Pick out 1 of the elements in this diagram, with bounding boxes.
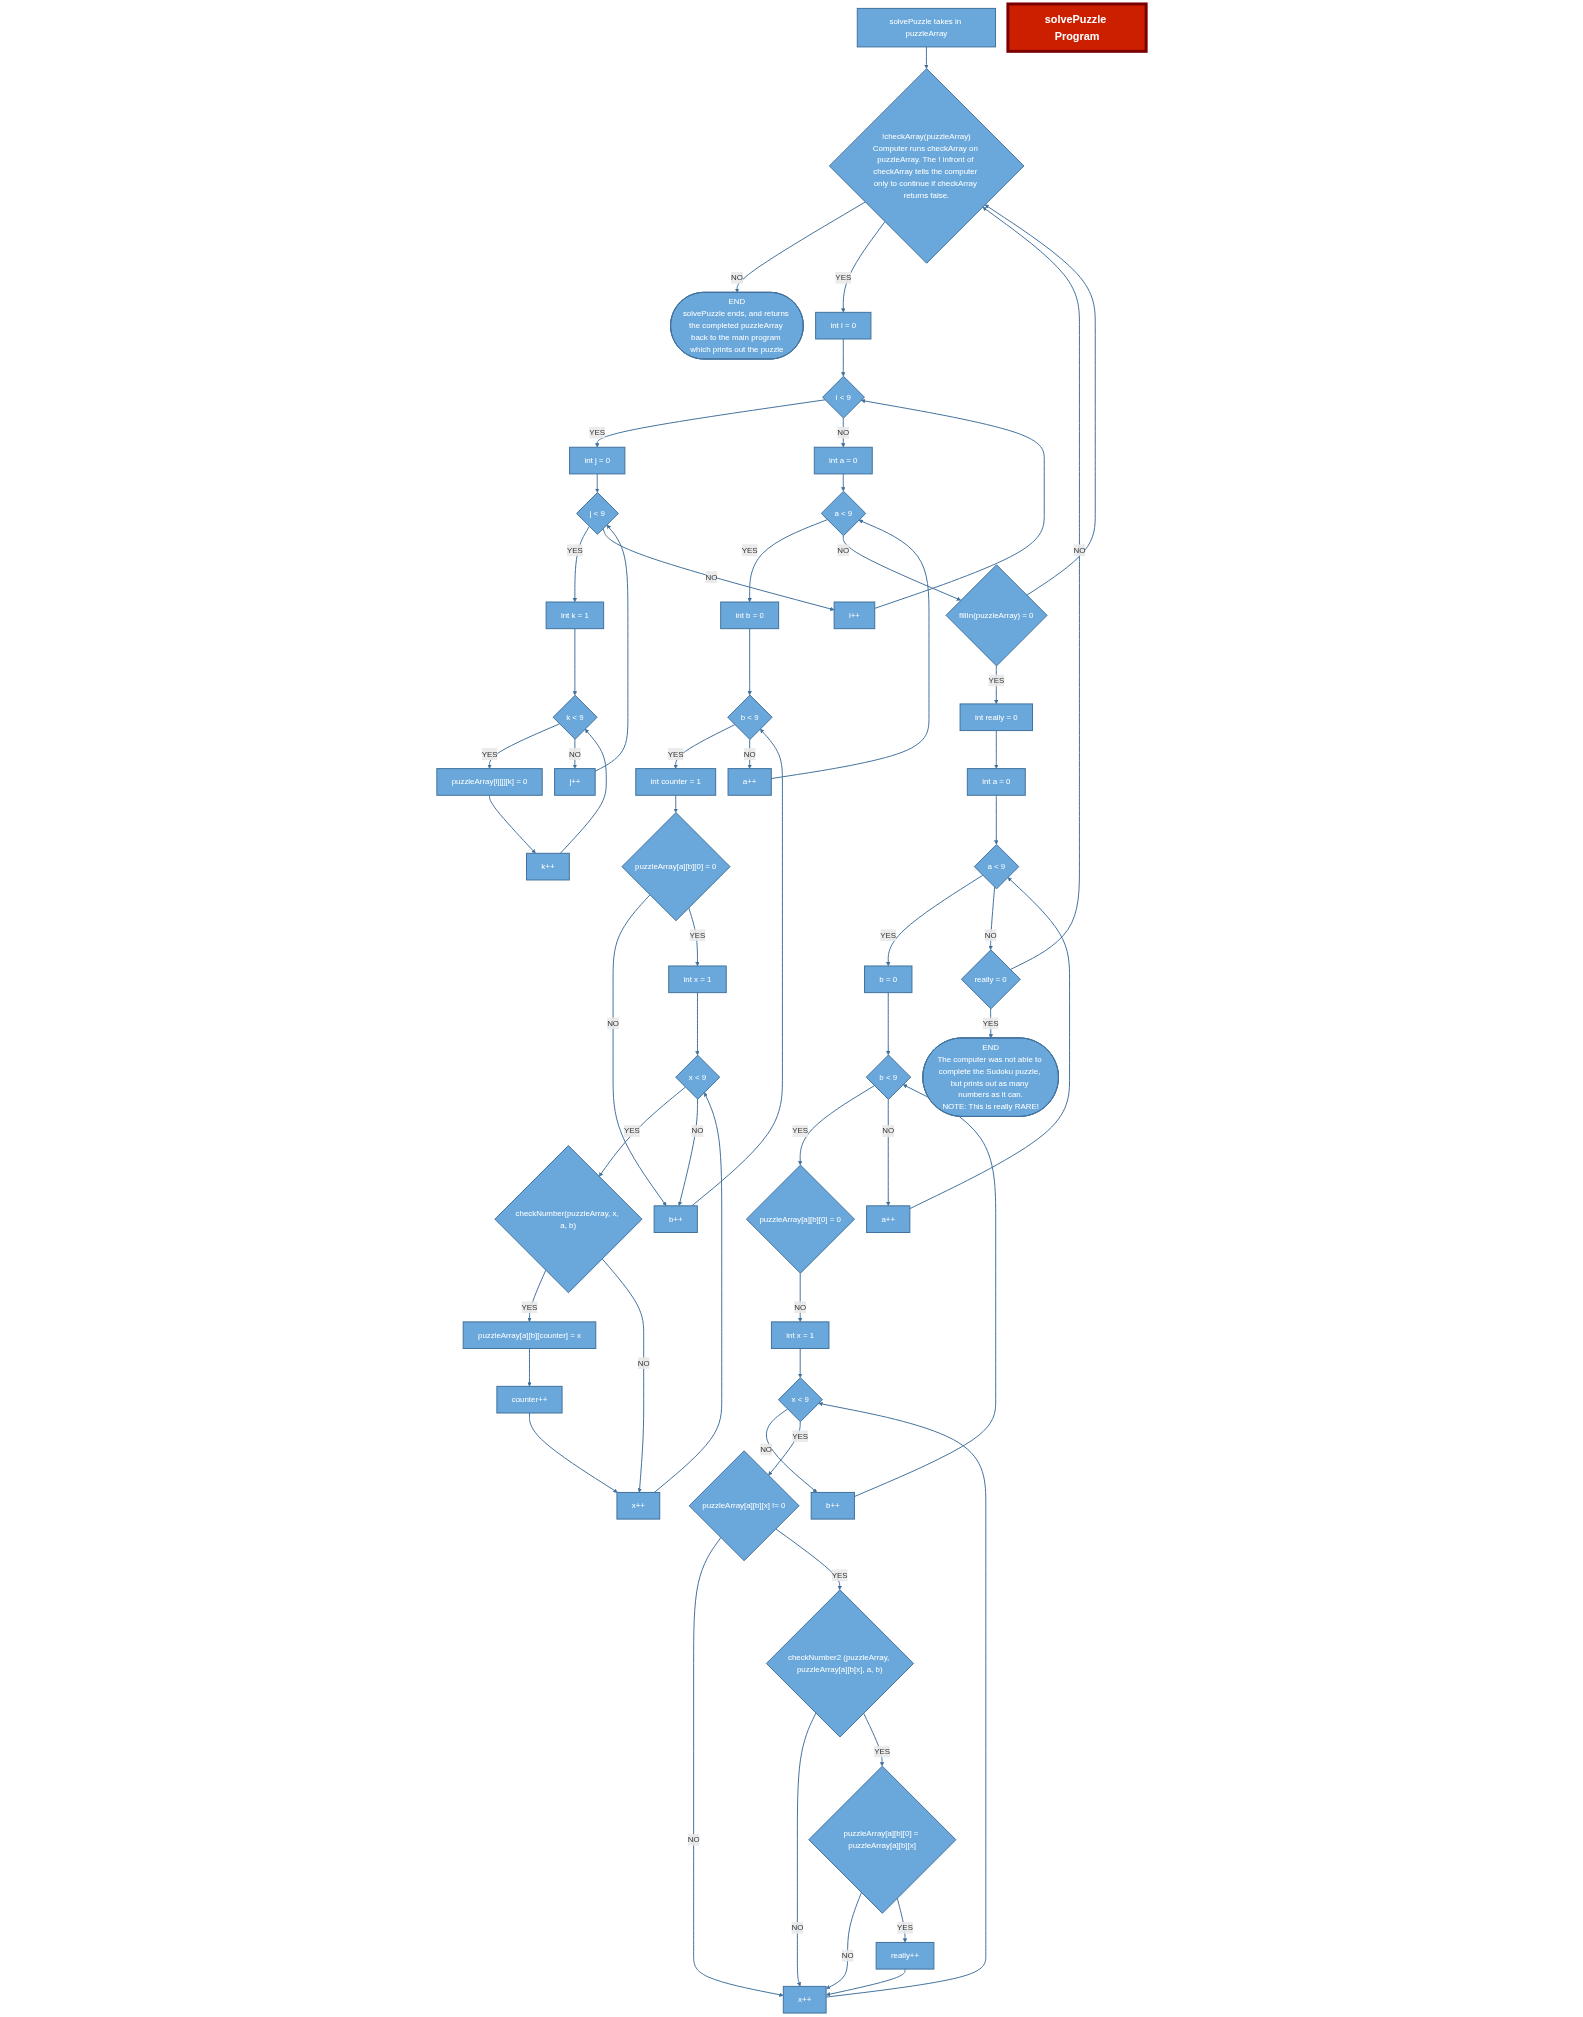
node-box: solvePuzzle Program bbox=[1006, 2, 1148, 53]
